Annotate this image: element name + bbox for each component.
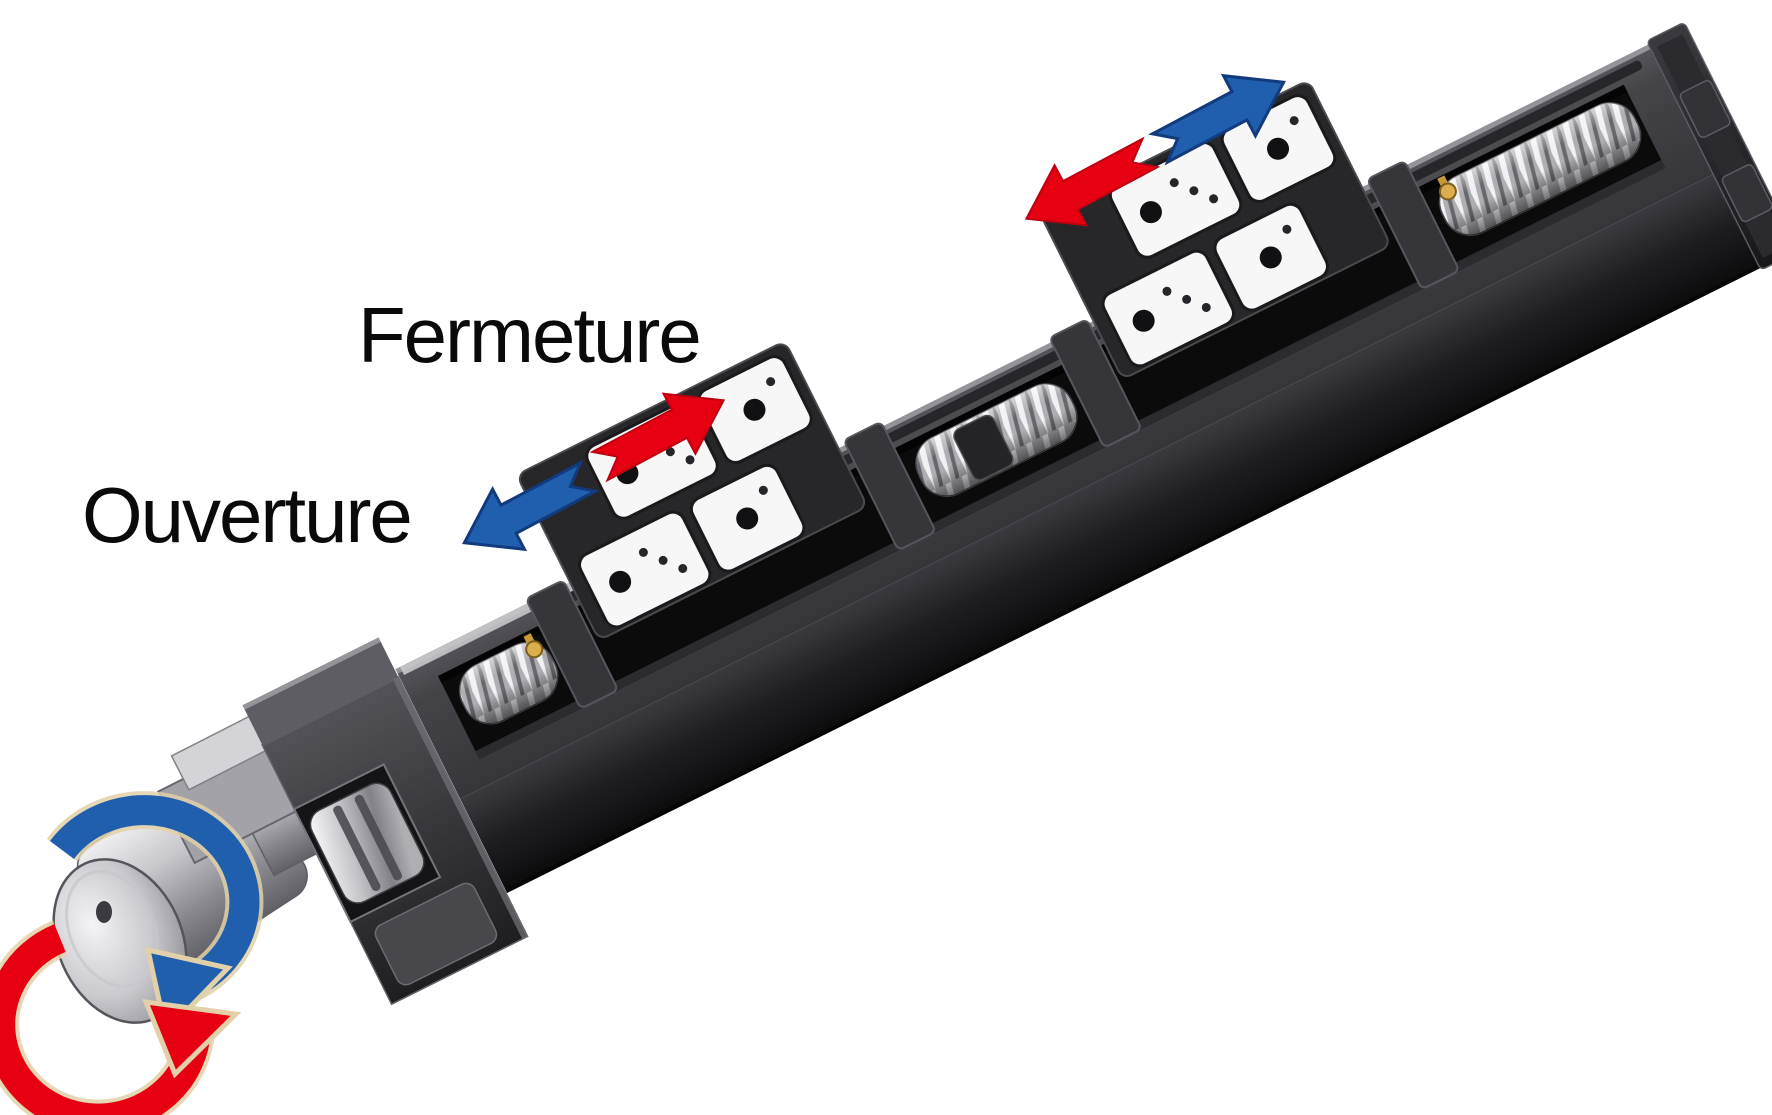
motor-shaft-center	[96, 901, 112, 923]
mounting-tab	[1679, 80, 1731, 139]
rotation-arrow-red-icon	[0, 924, 211, 1115]
coupling-notch-frame	[292, 763, 442, 924]
mounting-tab	[1721, 164, 1772, 223]
label-ouverture: Ouverture	[82, 471, 413, 559]
rail-bottom-edge	[505, 262, 1765, 893]
actuator-rail	[242, 23, 1772, 1006]
rail-side-face	[460, 172, 1765, 893]
channel-inner-highlight	[475, 159, 1666, 760]
screw-nut-collar	[953, 414, 1014, 481]
ball-screw-segment-3	[1438, 102, 1642, 236]
mount-block-recess	[374, 882, 498, 986]
coupling-slot	[333, 805, 381, 892]
coupling-slot	[354, 794, 402, 881]
motor-mount-block	[242, 637, 529, 1006]
mount-block-edge-highlight	[392, 676, 528, 940]
mount-block-top-edge	[242, 637, 381, 710]
rotation-arrow-blue-icon	[50, 795, 260, 998]
label-fermeture: Fermeture	[358, 291, 702, 379]
ball-screw-segment-1	[458, 641, 559, 725]
motor-rotation-arrows	[0, 791, 264, 1115]
motor-face-ring	[65, 870, 159, 988]
mount-block-top-face	[242, 637, 400, 747]
rotation-arrow-red-head-icon	[142, 998, 242, 1079]
